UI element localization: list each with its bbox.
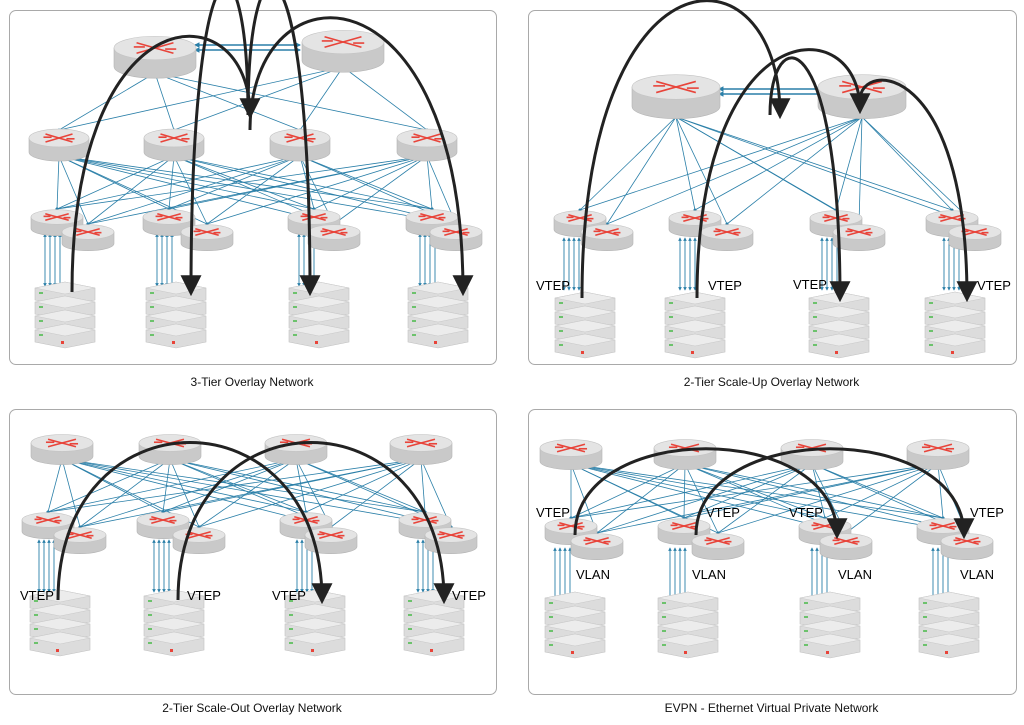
- server-stack-icon: [657, 591, 719, 659]
- router-icon: [28, 128, 90, 162]
- vtep-label: VTEP: [536, 505, 570, 520]
- vlan-label: VLAN: [960, 567, 994, 582]
- vlan-label: VLAN: [576, 567, 610, 582]
- router-icon: [906, 439, 970, 470]
- router-icon: [429, 224, 483, 252]
- overlay-arc-8: [858, 78, 978, 303]
- router-icon: [307, 224, 361, 252]
- vtep-label: VTEP: [789, 505, 823, 520]
- router-icon: [301, 29, 385, 73]
- vtep-label: VTEP: [970, 505, 1004, 520]
- router-icon: [53, 527, 107, 555]
- router-icon: [832, 224, 886, 252]
- router-icon: [780, 439, 844, 470]
- caption-evpn: EVPN - Ethernet Virtual Private Network: [664, 701, 879, 715]
- vtep-label: VTEP: [706, 505, 740, 520]
- router-icon: [700, 224, 754, 252]
- vlan-label: VLAN: [838, 567, 872, 582]
- overlay-arc-12: [694, 447, 975, 540]
- router-icon: [570, 533, 624, 561]
- labels-layer: VTEP VTEP VTEP VTEP VTEP VTEP VTEP VTEP VTEP VTEP…: [20, 277, 1011, 603]
- server-stack-icon: [143, 589, 205, 657]
- overlay-arc-5: [580, 0, 791, 299]
- router-icon: [819, 533, 873, 561]
- router-icon: [653, 439, 717, 470]
- router-icon: [405, 209, 459, 237]
- server-stack-icon: [34, 281, 96, 349]
- overlay-arc-7: [695, 48, 871, 299]
- router-icon: [30, 434, 94, 465]
- server-stack-icon: [808, 291, 870, 359]
- router-icon: [269, 128, 331, 162]
- vtep-label: VTEP: [20, 588, 54, 603]
- server-stack-icon: [554, 291, 616, 359]
- router-icon: [304, 527, 358, 555]
- router-icon: [172, 527, 226, 555]
- server-stack-icon: [145, 281, 207, 349]
- router-icon: [30, 209, 84, 237]
- router-icon: [180, 224, 234, 252]
- server-stack-icon: [918, 591, 980, 659]
- server-stack-icon: [924, 291, 986, 359]
- overlay-arc-11: [573, 447, 848, 540]
- router-icon: [691, 533, 745, 561]
- server-stack-icon: [407, 281, 469, 349]
- server-stack-icon: [664, 291, 726, 359]
- overlay-arc-4: [248, 16, 474, 297]
- overlay-arc-10: [176, 441, 455, 605]
- router-icon: [539, 439, 603, 470]
- vtep-label: VTEP: [536, 278, 570, 293]
- router-icon: [389, 434, 453, 465]
- overlay-arc-3: [70, 34, 261, 293]
- router-icon: [61, 224, 115, 252]
- vtep-label: VTEP: [793, 277, 827, 292]
- server-stack-icon: [288, 281, 350, 349]
- vtep-label: VTEP: [452, 588, 486, 603]
- router-icon: [264, 434, 328, 465]
- overlay-arcs-layer: [56, 0, 978, 605]
- vtep-label: VTEP: [708, 278, 742, 293]
- caption-2-tier-scale-out: 2-Tier Scale-Out Overlay Network: [162, 701, 342, 715]
- caption-2-tier-scale-up: 2-Tier Scale-Up Overlay Network: [683, 375, 860, 389]
- server-stack-icon: [799, 591, 861, 659]
- router-icon: [940, 533, 994, 561]
- overlay-arc-2: [180, 0, 250, 297]
- vtep-label: VTEP: [187, 588, 221, 603]
- router-icon: [143, 128, 205, 162]
- links-layer: [37, 42, 977, 601]
- router-icon: [396, 128, 458, 162]
- overlay-arc-1: [246, 0, 321, 297]
- vlan-label: VLAN: [692, 567, 726, 582]
- router-icon: [631, 74, 721, 119]
- router-icon: [580, 224, 634, 252]
- vtep-label: VTEP: [977, 278, 1011, 293]
- overlay-arc-9: [56, 441, 333, 605]
- server-stack-icon: [544, 591, 606, 659]
- overlay-arc-6: [768, 56, 851, 303]
- router-icon: [948, 224, 1002, 252]
- server-stack-icon: [29, 589, 91, 657]
- caption-3-tier: 3-Tier Overlay Network: [190, 375, 314, 389]
- vtep-label: VTEP: [272, 588, 306, 603]
